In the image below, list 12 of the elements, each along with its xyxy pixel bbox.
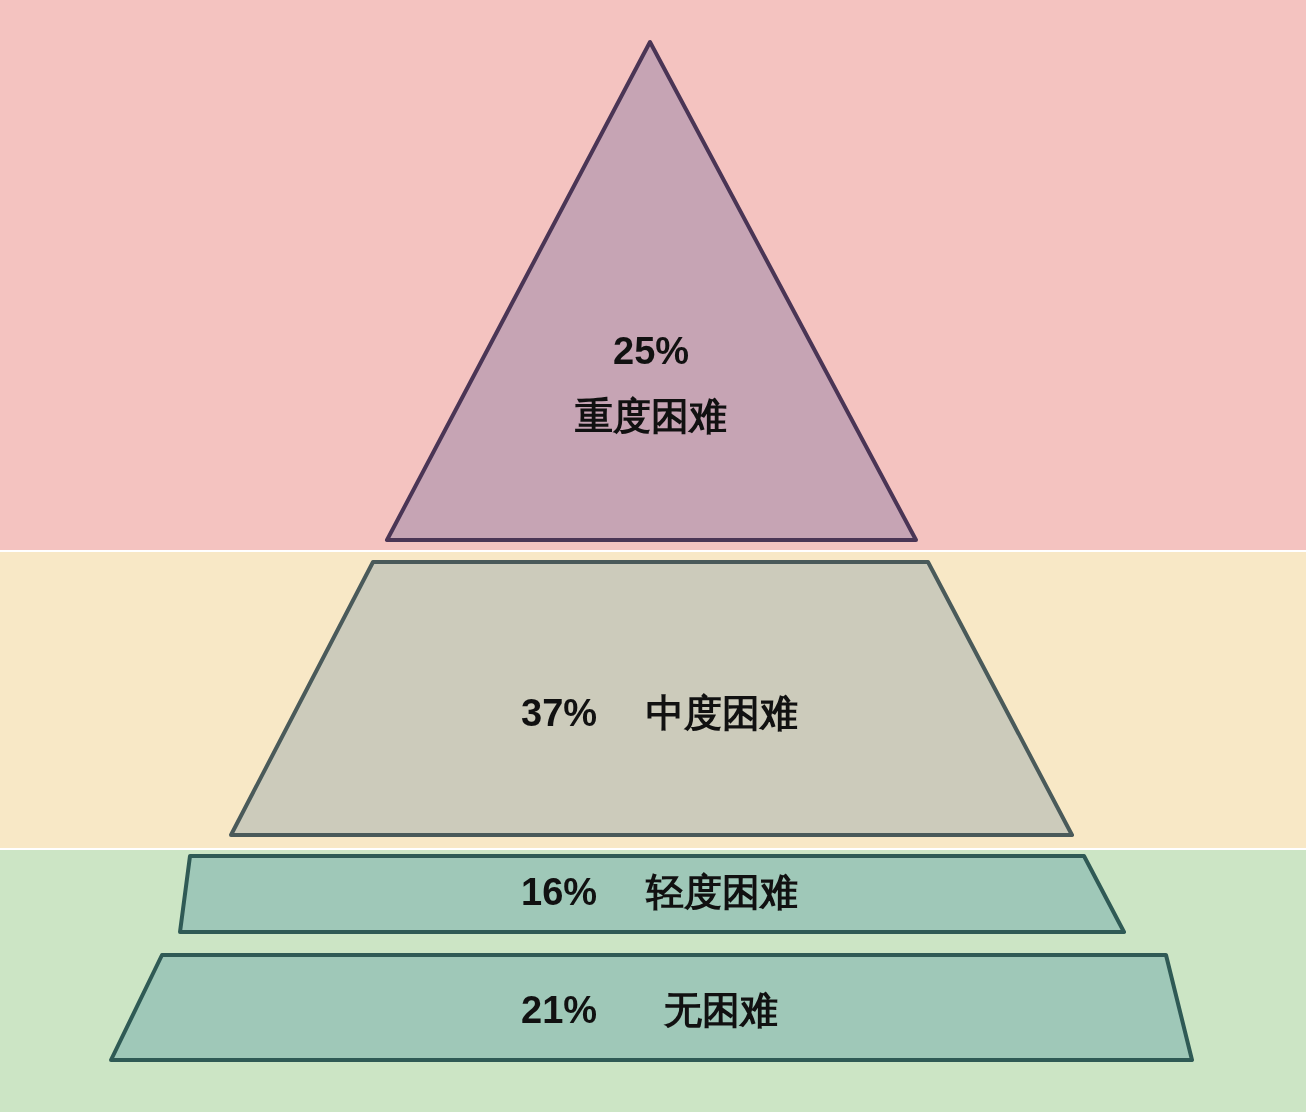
- percentage-label: 37%: [521, 694, 598, 732]
- percentage-label: 25%: [613, 332, 690, 370]
- triangle-tier: [385, 40, 918, 542]
- trapezoid-tier: [229, 560, 1074, 837]
- category-label: 中度困难: [646, 694, 798, 732]
- percentage-label: 16%: [521, 873, 598, 911]
- percentage-label: 21%: [521, 991, 598, 1029]
- category-label: 无困难: [664, 991, 778, 1029]
- category-label: 重度困难: [575, 397, 727, 435]
- trapezoid-tier: [178, 854, 1126, 934]
- category-label: 轻度困难: [646, 873, 798, 911]
- trapezoid-tier: [109, 953, 1194, 1062]
